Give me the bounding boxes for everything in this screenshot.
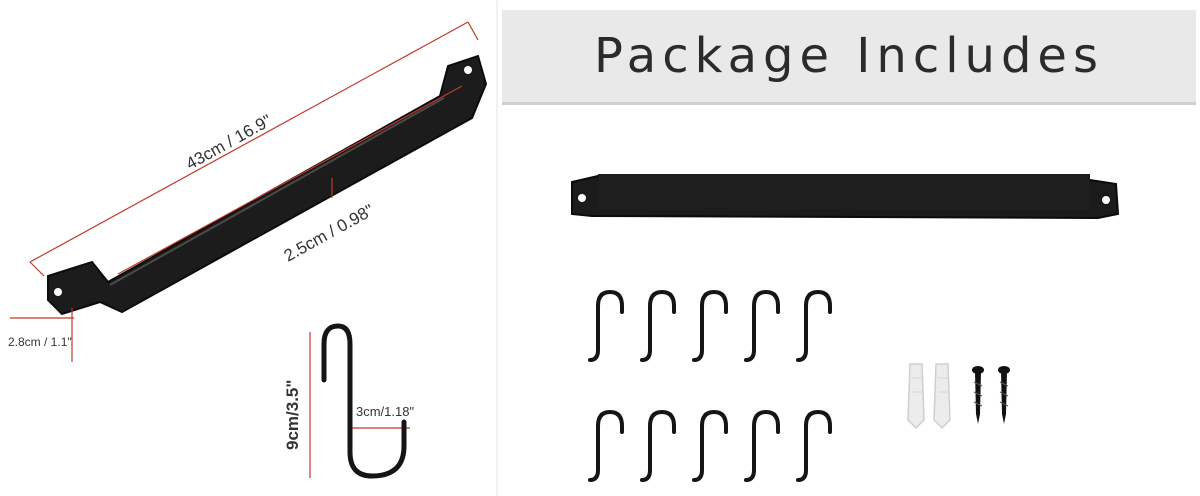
- package-title: Package Includes: [594, 28, 1104, 84]
- length-label: 43cm / 16.9": [183, 111, 275, 174]
- panel-divider: [496, 0, 499, 496]
- s-hook: [588, 289, 624, 362]
- package-panel: Package Includes: [498, 0, 1200, 496]
- hook-width-label: 3cm/1.18": [356, 404, 414, 419]
- s-hook: [744, 289, 780, 362]
- s-hook: [796, 409, 832, 482]
- dimensions-panel: 43cm / 16.9" 2.5cm / 0.98" 2.8cm / 1.1" …: [0, 0, 498, 496]
- s-hooks: [588, 289, 832, 482]
- towel-bar: [47, 54, 488, 316]
- hook-height-label: 9cm/3.5": [283, 380, 302, 450]
- s-hook-diagram: [321, 323, 407, 479]
- s-hook: [744, 409, 780, 482]
- s-hook: [692, 289, 728, 362]
- package-illustration: [571, 174, 1120, 482]
- wall-anchors: [907, 363, 951, 430]
- dimension-lines: [10, 21, 479, 478]
- s-hook: [640, 409, 676, 482]
- package-banner: Package Includes: [502, 10, 1196, 105]
- depth-label: 2.8cm / 1.1": [8, 335, 72, 349]
- screws: [972, 366, 1010, 424]
- s-hook: [796, 289, 832, 362]
- s-hook: [692, 409, 728, 482]
- dimensions-illustration: 43cm / 16.9" 2.5cm / 0.98" 2.8cm / 1.1" …: [8, 21, 488, 479]
- s-hook: [640, 289, 676, 362]
- towel-bar-product: [571, 174, 1120, 220]
- s-hook: [588, 409, 624, 482]
